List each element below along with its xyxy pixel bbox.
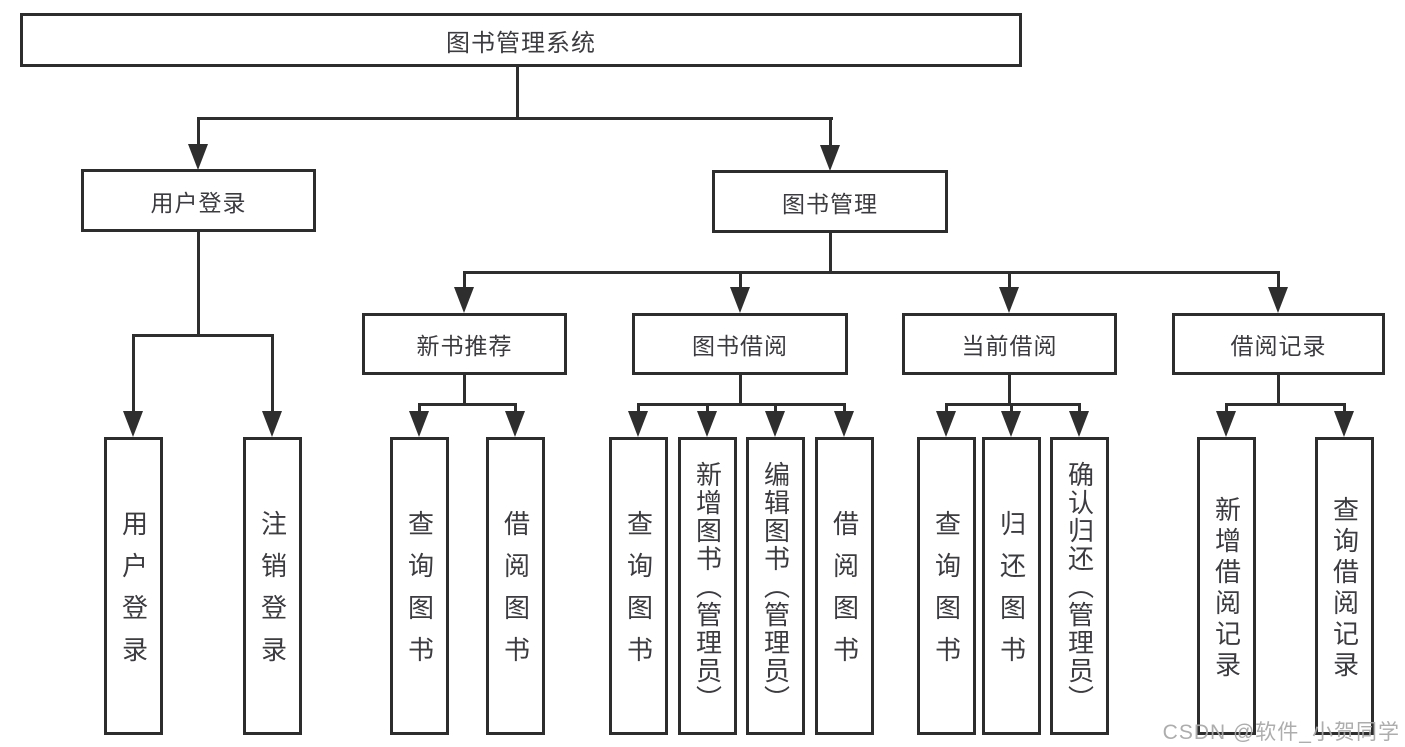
leaf-current-query-books: 查询图书 (917, 437, 976, 735)
arrow-down-icon (628, 411, 648, 437)
connector-line (1277, 375, 1280, 405)
leaf-query-borrow-record-label: 查询借阅记录 (1329, 495, 1360, 682)
node-new-book-recommendation-label: 新书推荐 (416, 333, 513, 359)
connector-line (1008, 375, 1011, 405)
connector-line (1225, 403, 1228, 413)
connector-line (829, 233, 832, 273)
leaf-confirm-return-admin-label: 确认归还（管理员） (1064, 461, 1095, 713)
connector-line (1277, 271, 1280, 289)
connector-line (463, 375, 466, 405)
connector-line (706, 403, 709, 413)
arrow-down-icon (409, 411, 429, 437)
arrow-down-icon (936, 411, 956, 437)
leaf-borrowing-borrow-books-label: 借阅图书 (829, 510, 860, 678)
node-current-borrowing: 当前借阅 (902, 313, 1117, 375)
connector-line (829, 117, 832, 147)
connector-line (418, 403, 517, 406)
node-book-borrowing-label: 图书借阅 (692, 333, 788, 359)
node-current-borrowing-label: 当前借阅 (961, 333, 1058, 359)
node-borrowing-records: 借阅记录 (1172, 313, 1385, 375)
leaf-borrowing-query-books: 查询图书 (609, 437, 668, 735)
arrow-down-icon (505, 411, 525, 437)
leaf-recommend-borrow-books: 借阅图书 (486, 437, 545, 735)
arrow-down-icon (697, 411, 717, 437)
leaf-add-books-admin: 新增图书（管理员） (678, 437, 737, 735)
leaf-recommend-borrow-books-label: 借阅图书 (500, 510, 531, 678)
leaf-user-login: 用户登录 (104, 437, 163, 735)
connector-line (945, 403, 948, 413)
connector-line (516, 65, 519, 120)
leaf-recommend-query-books-label: 查询图书 (404, 510, 435, 678)
leaf-query-borrow-record: 查询借阅记录 (1315, 437, 1374, 735)
connector-line (1343, 403, 1346, 413)
arrow-down-icon (1216, 411, 1236, 437)
leaf-borrowing-borrow-books: 借阅图书 (815, 437, 874, 735)
arrow-down-icon (1001, 411, 1021, 437)
arrow-down-icon (1268, 287, 1288, 313)
connector-line (132, 334, 135, 413)
connector-line (463, 271, 466, 289)
connector-line (739, 375, 742, 405)
node-system-root: 图书管理系统 (20, 13, 1022, 67)
leaf-return-books: 归还图书 (982, 437, 1041, 735)
csdn-watermark: CSDN @软件_小贺同学 (1162, 721, 1400, 744)
connector-line (418, 403, 421, 413)
arrow-down-icon (1334, 411, 1354, 437)
leaf-confirm-return-admin: 确认归还（管理员） (1050, 437, 1109, 735)
leaf-current-query-books-label: 查询图书 (931, 510, 962, 678)
connector-line (514, 403, 517, 413)
node-user-login: 用户登录 (81, 169, 316, 232)
leaf-user-login-label: 用户登录 (118, 510, 149, 678)
node-book-borrowing: 图书借阅 (632, 313, 848, 375)
node-user-login-label: 用户登录 (150, 189, 247, 216)
connector-line (1225, 403, 1346, 406)
connector-line (774, 403, 777, 413)
leaf-add-borrow-record-label: 新增借阅记录 (1211, 495, 1242, 682)
connector-line (132, 334, 274, 337)
leaf-recommend-query-books: 查询图书 (390, 437, 449, 735)
arrow-down-icon (999, 287, 1019, 313)
leaf-edit-books-admin: 编辑图书（管理员） (746, 437, 805, 735)
arrow-down-icon (123, 411, 143, 437)
node-book-management-label: 图书管理 (782, 190, 878, 217)
leaf-return-books-label: 归还图书 (996, 510, 1027, 678)
arrow-down-icon (765, 411, 785, 437)
leaf-add-books-admin-label: 新增图书（管理员） (692, 461, 723, 713)
leaf-logout: 注销登录 (243, 437, 302, 735)
leaf-edit-books-admin-label: 编辑图书（管理员） (760, 461, 791, 713)
connector-line (1008, 271, 1011, 289)
connector-line (1078, 403, 1081, 413)
connector-line (637, 403, 640, 413)
arrow-down-icon (454, 287, 474, 313)
arrow-down-icon (820, 145, 840, 171)
arrow-down-icon (834, 411, 854, 437)
connector-line (197, 232, 200, 335)
node-system-root-label: 图书管理系统 (446, 29, 596, 57)
node-new-book-recommendation: 新书推荐 (362, 313, 567, 375)
connector-line (843, 403, 846, 413)
connector-line (463, 271, 1280, 274)
connector-line (739, 271, 742, 289)
leaf-logout-label: 注销登录 (257, 510, 288, 678)
arrow-down-icon (730, 287, 750, 313)
connector-line (271, 334, 274, 413)
leaf-add-borrow-record: 新增借阅记录 (1197, 437, 1256, 735)
connector-line (945, 403, 1081, 406)
connector-line (197, 117, 833, 120)
connector-line (637, 403, 846, 406)
leaf-borrowing-query-books-label: 查询图书 (623, 510, 654, 678)
connector-line (1010, 403, 1013, 413)
arrow-down-icon (188, 144, 208, 170)
node-borrowing-records-label: 借阅记录 (1230, 333, 1327, 359)
connector-line (197, 117, 200, 146)
node-book-management: 图书管理 (712, 170, 948, 233)
arrow-down-icon (1069, 411, 1089, 437)
arrow-down-icon (262, 411, 282, 437)
